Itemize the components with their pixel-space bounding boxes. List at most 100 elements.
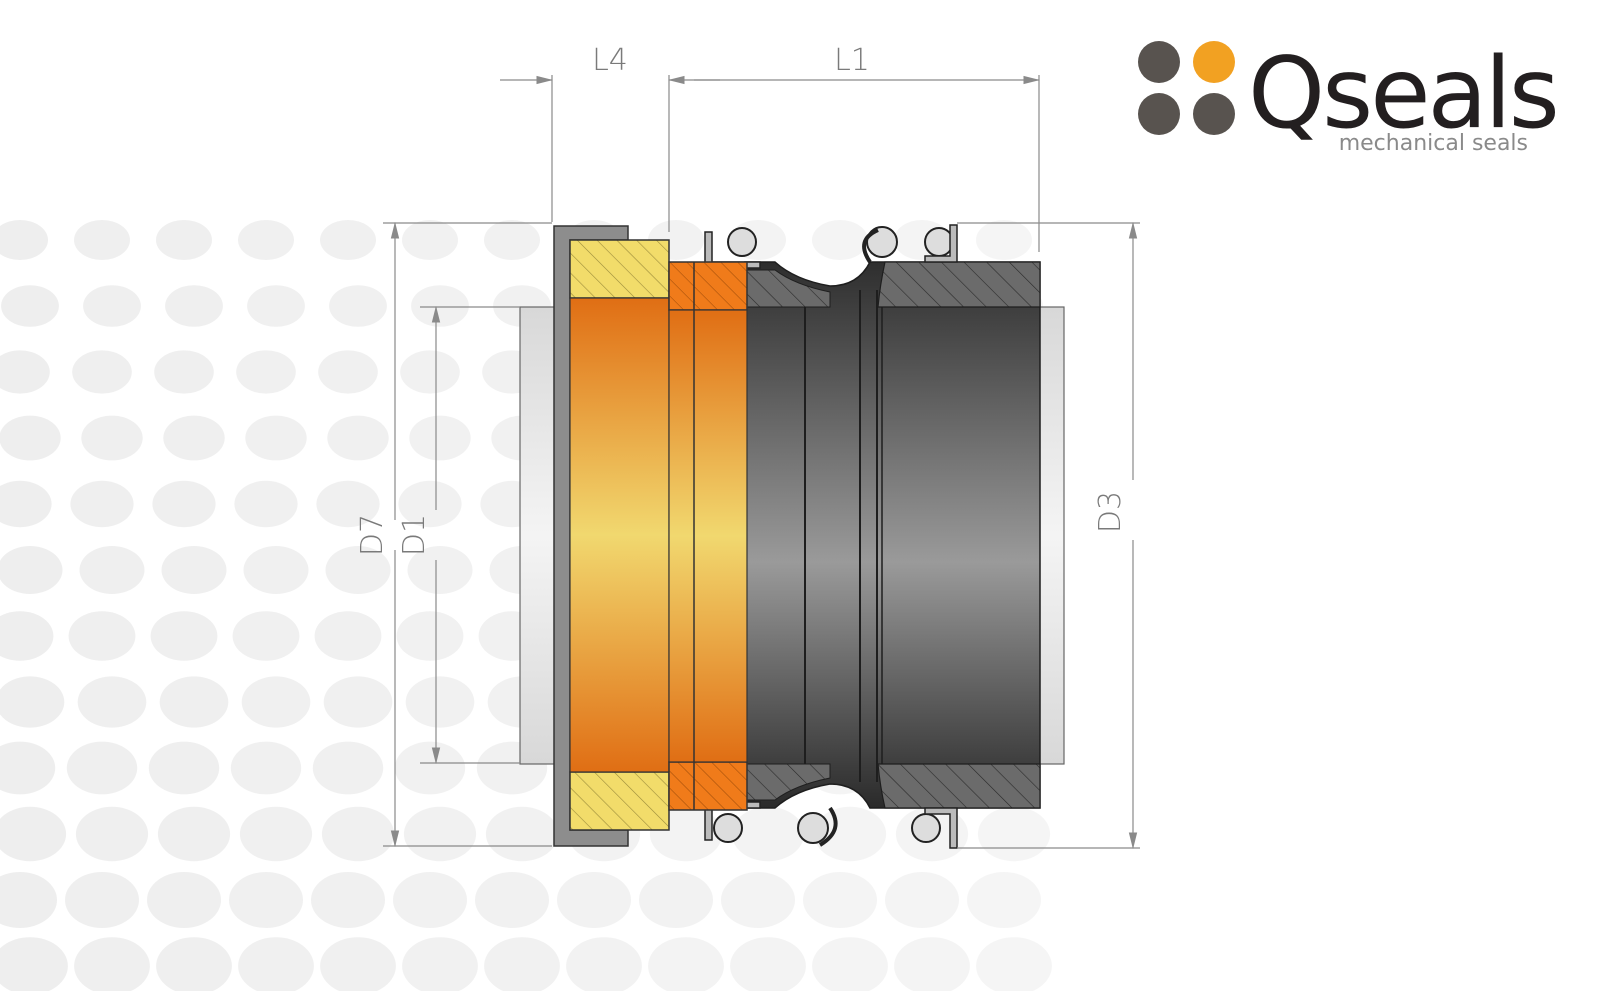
- background-dot: [394, 741, 466, 795]
- background-dot: [152, 480, 216, 528]
- background-dot: [812, 937, 888, 991]
- background-dot: [157, 806, 231, 862]
- background-dot: [1, 285, 59, 327]
- seal-body: [704, 224, 1041, 849]
- background-dot: [0, 806, 67, 862]
- background-dot: [68, 611, 136, 661]
- background-dot: [245, 415, 307, 461]
- background-dot: [165, 285, 223, 327]
- background-dot: [484, 937, 560, 991]
- background-dot: [639, 872, 713, 928]
- background-dot: [70, 480, 134, 528]
- background-dot: [66, 741, 138, 795]
- background-dot: [147, 872, 221, 928]
- background-dot: [648, 937, 724, 991]
- background-dot: [411, 285, 469, 327]
- background-dot: [475, 872, 549, 928]
- background-dot: [83, 285, 141, 327]
- logo-word: Qseals: [1248, 37, 1557, 151]
- background-dot: [976, 937, 1052, 991]
- background-dot: [0, 872, 57, 928]
- background-dot: [402, 220, 458, 260]
- background-dot: [314, 611, 382, 661]
- background-dot: [323, 676, 393, 728]
- dimension-l1-label: L1: [834, 43, 870, 78]
- dimension-d3-label: D3: [1093, 491, 1128, 533]
- background-dot: [239, 806, 313, 862]
- background-dot: [0, 741, 56, 795]
- rotating-face: [668, 261, 748, 811]
- background-dot: [74, 220, 130, 260]
- background-dot: [0, 546, 63, 594]
- background-dot: [484, 220, 540, 260]
- background-dot: [321, 806, 395, 862]
- background-dot: [0, 937, 68, 991]
- background-dot: [327, 415, 389, 461]
- background-dot: [485, 806, 559, 862]
- background-dot: [65, 872, 139, 928]
- background-dot: [0, 480, 52, 528]
- background-dot: [329, 285, 387, 327]
- background-dot: [894, 937, 970, 991]
- background-dot: [75, 806, 149, 862]
- background-dot: [405, 676, 475, 728]
- background-dot: [312, 741, 384, 795]
- background-dot: [81, 415, 143, 461]
- background-dot: [236, 350, 296, 394]
- background-dot: [813, 806, 887, 862]
- background-dot: [163, 415, 225, 461]
- background-dot: [156, 937, 232, 991]
- background-dot: [967, 872, 1041, 928]
- background-dot: [79, 546, 145, 594]
- logo-subtitle: mechanical seals: [1339, 131, 1528, 156]
- background-dot: [403, 806, 477, 862]
- background-dot: [318, 350, 378, 394]
- background-dot: [0, 220, 48, 260]
- logo-dot-3: [1138, 93, 1180, 135]
- background-dot: [731, 806, 805, 862]
- background-dot: [0, 611, 54, 661]
- dimension-d1-label: D1: [397, 514, 432, 556]
- dimension-d7-label: D7: [355, 514, 390, 556]
- background-dot: [325, 546, 391, 594]
- background-dot: [409, 415, 471, 461]
- background-dot: [396, 611, 464, 661]
- background-dot: [0, 415, 61, 461]
- background-dot: [238, 220, 294, 260]
- background-dot: [407, 546, 473, 594]
- background-dot: [241, 676, 311, 728]
- dimension-l4-label: L4: [592, 43, 628, 78]
- background-dot: [316, 480, 380, 528]
- background-dot: [77, 676, 147, 728]
- logo-dot-2: [1193, 41, 1235, 83]
- background-dot: [320, 220, 376, 260]
- background-dot: [566, 937, 642, 991]
- logo-dot-4: [1193, 93, 1235, 135]
- background-dot: [730, 937, 806, 991]
- background-dot: [320, 937, 396, 991]
- background-dot: [232, 611, 300, 661]
- background-dot: [156, 220, 212, 260]
- background-dot: [402, 937, 478, 991]
- background-dot: [400, 350, 460, 394]
- background-dot: [243, 546, 309, 594]
- background-dot: [0, 350, 50, 394]
- background-dot: [148, 741, 220, 795]
- background-dot: [247, 285, 305, 327]
- dimension-lines: [383, 75, 1140, 850]
- background-dot: [885, 872, 959, 928]
- background-dot: [976, 220, 1032, 260]
- background-dot: [159, 676, 229, 728]
- background-dot: [150, 611, 218, 661]
- background-dot: [234, 480, 298, 528]
- qseals-logo: Qseals mechanical seals: [1138, 37, 1560, 156]
- background-dot: [238, 937, 314, 991]
- background-dot: [393, 872, 467, 928]
- logo-dot-1: [1138, 41, 1180, 83]
- background-dot: [230, 741, 302, 795]
- background-dot: [72, 350, 132, 394]
- stationary-seat: [553, 225, 670, 847]
- background-dot: [977, 806, 1051, 862]
- background-dot: [154, 350, 214, 394]
